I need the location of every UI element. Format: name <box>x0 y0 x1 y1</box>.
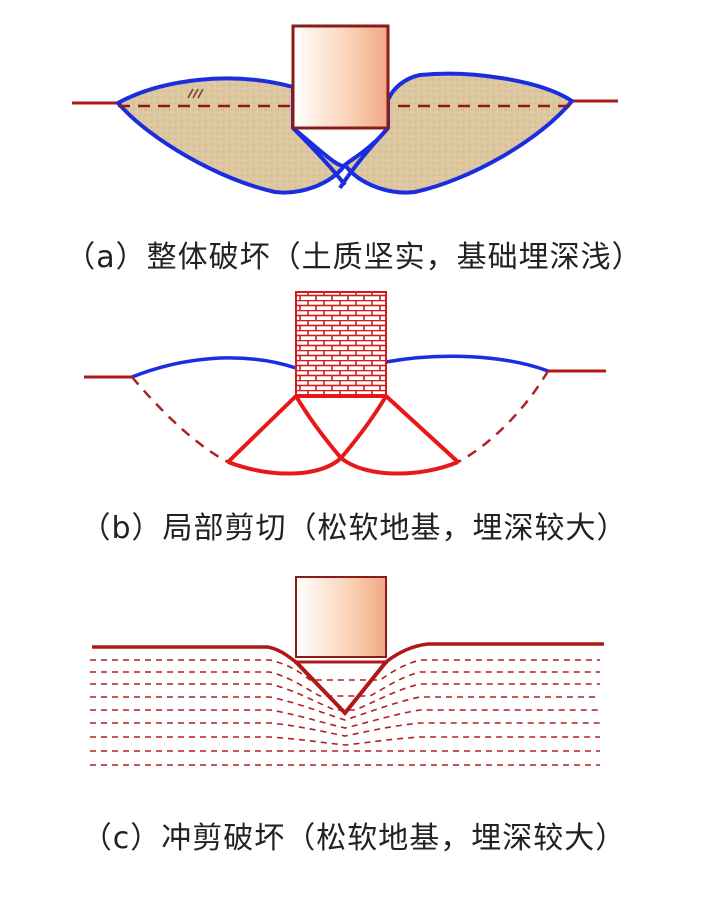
caption-c: （c）冲剪破坏（松软地基，埋深较大） <box>81 821 627 856</box>
caption-b: （b）局部剪切（松软地基，埋深较大） <box>80 511 628 546</box>
diagram-general-shear <box>72 24 618 195</box>
local-shear-wedges <box>226 394 460 476</box>
diagram-local-shear <box>84 291 606 476</box>
punching-wedge <box>294 660 388 717</box>
slip-line-cross-right <box>338 126 390 190</box>
heave-left <box>131 356 297 379</box>
right-failure-wedge <box>343 71 574 195</box>
soil-layers-dashed <box>90 659 600 766</box>
slip-dashed-right <box>457 370 550 464</box>
heave-right <box>385 354 549 373</box>
hatch-marks <box>187 88 204 99</box>
diagram-punching-shear <box>90 576 604 766</box>
footing <box>295 576 387 658</box>
brick-footing <box>295 291 387 397</box>
slip-line-cross-left <box>291 126 347 187</box>
slip-dashed-left <box>131 376 229 464</box>
footing <box>291 24 390 130</box>
caption-a: （a）整体破坏（土质坚实，基础埋深浅） <box>65 240 643 275</box>
